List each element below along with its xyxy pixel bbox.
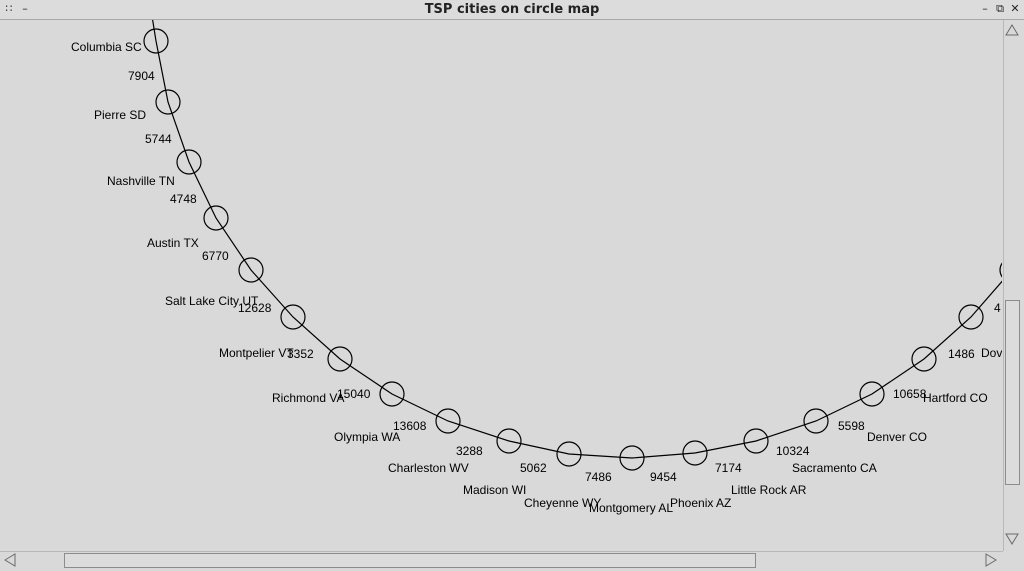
city-label: Sacramento CA: [792, 461, 877, 475]
distance-label: 7174: [715, 461, 742, 475]
horizontal-scrollbar[interactable]: [0, 551, 1003, 569]
distance-label: 10324: [776, 444, 810, 458]
city-node[interactable]: [682, 440, 708, 466]
city-label: Richmond VA: [272, 391, 344, 405]
city-node[interactable]: [435, 408, 461, 434]
pin-icon[interactable]: –: [22, 2, 28, 15]
city-node[interactable]: [155, 89, 181, 115]
distance-label: 5744: [145, 132, 172, 146]
city-label: Denver CO: [867, 430, 927, 444]
scroll-right-icon[interactable]: [983, 552, 999, 568]
title-bar: ∷ – TSP cities on circle map – ⧉ ✕: [0, 0, 1024, 20]
city-label: Columbia SC: [71, 40, 142, 54]
city-node[interactable]: [911, 346, 937, 372]
horizontal-scroll-thumb[interactable]: [64, 553, 756, 568]
distance-label: 6770: [202, 249, 229, 263]
distance-label: 13608: [393, 419, 427, 433]
city-label: Montgomery AL: [589, 501, 673, 515]
distance-label: 5598: [838, 419, 865, 433]
city-label: Phoenix AZ: [670, 496, 731, 510]
distance-label: 15040: [337, 387, 371, 401]
window-menu-icon[interactable]: ∷: [5, 2, 13, 15]
distance-label: 3288: [456, 444, 483, 458]
city-label: Olympia WA: [334, 430, 400, 444]
distance-label: 10658: [893, 387, 927, 401]
distance-label: 9454: [650, 470, 677, 484]
city-node[interactable]: [619, 445, 645, 471]
city-node[interactable]: [327, 346, 353, 372]
city-node[interactable]: [203, 205, 229, 231]
city-label: Charleston WV: [388, 461, 469, 475]
city-label: Cheyenne WY: [524, 496, 601, 510]
circle-map: Columbia SC Pierre SD Nashville TN Austin T…: [71, 20, 1002, 515]
city-node[interactable]: [176, 149, 202, 175]
distance-label: 7486: [585, 470, 612, 484]
distance-label: 1486: [948, 347, 975, 361]
restore-icon[interactable]: ⧉: [996, 2, 1004, 15]
city-label: Dov: [981, 346, 1002, 360]
map-canvas[interactable]: Columbia SC Pierre SD Nashville TN Austin T…: [0, 20, 1002, 551]
city-node[interactable]: [743, 428, 769, 454]
city-node[interactable]: [859, 381, 885, 407]
scroll-up-icon[interactable]: [1004, 22, 1020, 38]
scroll-left-icon[interactable]: [2, 552, 18, 568]
distance-label: 12628: [238, 301, 272, 315]
city-label: Little Rock AR: [731, 483, 807, 497]
city-node[interactable]: [379, 381, 405, 407]
city-node[interactable]: [803, 408, 829, 434]
city-node[interactable]: [496, 428, 522, 454]
scroll-down-icon[interactable]: [1004, 531, 1020, 547]
city-node[interactable]: [958, 304, 984, 330]
distance-label: 4: [994, 301, 1001, 315]
city-node[interactable]: [143, 28, 169, 54]
city-label: Montpelier VT: [219, 346, 294, 360]
city-node[interactable]: [999, 258, 1002, 282]
minimize-icon[interactable]: –: [982, 2, 988, 15]
city-node[interactable]: [280, 304, 306, 330]
city-label: Austin TX: [147, 236, 199, 250]
close-icon[interactable]: ✕: [1010, 2, 1020, 15]
vertical-scroll-thumb[interactable]: [1005, 300, 1020, 485]
distance-label: 7904: [128, 69, 155, 83]
city-label: Pierre SD: [94, 108, 146, 122]
city-label: Nashville TN: [107, 174, 175, 188]
city-node[interactable]: [238, 257, 264, 283]
city-label: Hartford CO: [923, 391, 988, 405]
distance-label: 5062: [520, 461, 547, 475]
window-title: TSP cities on circle map: [424, 2, 600, 17]
city-label: Madison WI: [463, 483, 526, 497]
distance-label: 3352: [287, 347, 314, 361]
vertical-scrollbar[interactable]: [1003, 20, 1021, 551]
city-node[interactable]: [556, 441, 582, 467]
city-label: Salt Lake City UT: [165, 294, 259, 308]
distance-label: 4748: [170, 192, 197, 206]
tour-path: [152, 20, 1002, 459]
